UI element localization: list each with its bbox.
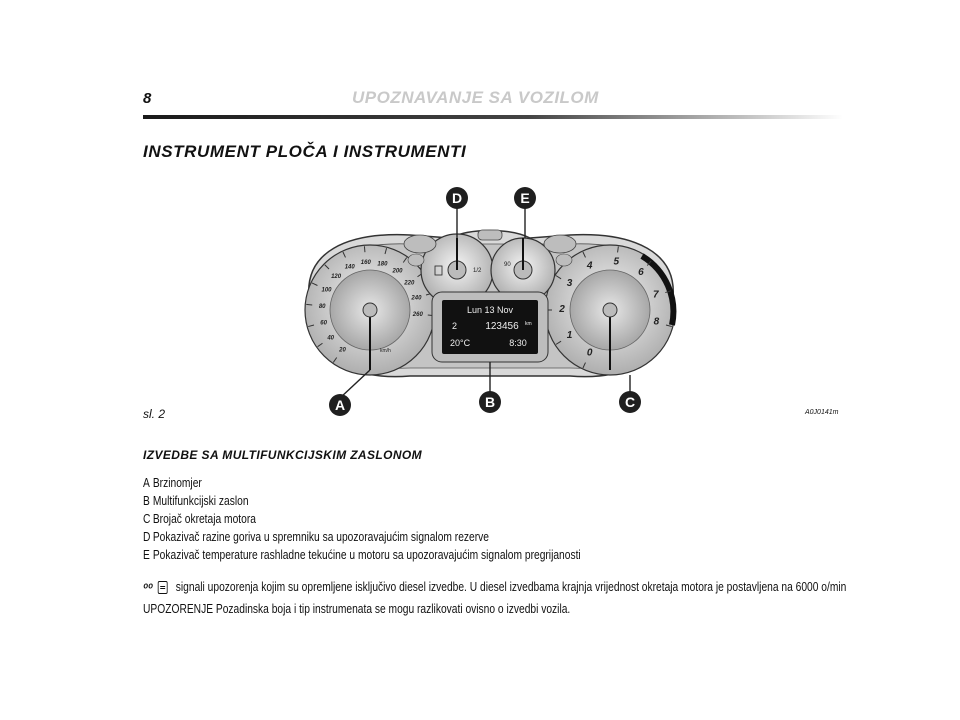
dial-tick-mark: [555, 275, 562, 280]
dial-tick-mark: [363, 246, 366, 253]
dial-tick-mark: [646, 260, 652, 266]
dial-tick-mark: [582, 251, 586, 258]
speed-unit: km/h: [380, 348, 391, 354]
callout-a-circle: [329, 394, 351, 416]
speed-tick: 160: [361, 260, 372, 266]
speed-tick: 200: [391, 269, 403, 275]
dial-tick-mark: [555, 340, 562, 345]
temp-gauge-label: 90: [504, 262, 511, 268]
callout-a: A: [335, 397, 345, 413]
dial-tick-mark: [665, 290, 672, 294]
legend-key: E: [143, 548, 150, 562]
callout-b-circle: [479, 391, 501, 413]
speed-tick: 40: [326, 336, 334, 342]
diesel-note: ᵒᵒ signali upozorenja kojim su opremljen…: [143, 579, 846, 595]
section-title: INSTRUMENT PLOČA I INSTRUMENTI: [143, 142, 467, 161]
dial-tick-mark: [402, 257, 408, 263]
display-temp: 20°C: [450, 338, 471, 348]
callout-c: C: [625, 394, 635, 410]
speed-tick: 60: [320, 320, 327, 326]
rpm-tick: 3: [567, 278, 573, 289]
running-header: UPOZNAVANJE SA VOZILOM: [352, 88, 599, 107]
dial-tick-mark: [324, 264, 330, 270]
callout-d: D: [452, 190, 462, 206]
page-number: 8: [143, 90, 152, 107]
glow-plug-icon: ᵒᵒ: [143, 579, 153, 595]
speed-tick: 120: [331, 274, 342, 280]
warning-note: UPOZORENJE Pozadinska boja i tip instrum…: [143, 602, 571, 616]
callout-e-circle: [514, 187, 536, 209]
speed-tick: 220: [403, 281, 415, 287]
figure-code: A0J0141m: [805, 409, 839, 416]
display-odometer: 123456: [485, 321, 519, 332]
multifunction-display: Lun 13 Nov 2 123456 km 20°C 8:30: [431, 291, 549, 363]
subsection-title: IZVEDBE SA MULTIFUNKCIJSKIM ZASLONOM: [143, 448, 423, 462]
callout-d-circle: [446, 187, 468, 209]
dial-tick-mark: [306, 303, 313, 306]
dial-tick-mark: [332, 357, 338, 363]
dial-tick-mark: [308, 324, 315, 328]
dial-tick-mark: [384, 248, 388, 255]
dial-tick-mark: [582, 362, 586, 369]
speed-tick: 20: [338, 347, 346, 353]
legend-key: D: [143, 530, 151, 544]
speed-tick: 180: [377, 262, 388, 268]
legend-key: C: [143, 512, 151, 526]
tachometer: 0 1 2 3 4 5 6 7 8: [544, 244, 677, 376]
diesel-filter-icon: [157, 580, 168, 594]
dial-tick-mark: [665, 324, 672, 328]
legend-key: B: [143, 494, 150, 508]
speed-tick: 240: [410, 296, 422, 302]
telltale-lights: [403, 229, 577, 267]
dial-tick-mark: [317, 342, 323, 348]
rpm-tick: 5: [614, 256, 620, 267]
rpm-tick: 7: [653, 290, 659, 301]
legend-text: Brzinomjer: [152, 476, 202, 490]
dial-tick-mark: [617, 246, 619, 253]
rpm-tick: 2: [558, 304, 565, 315]
diesel-note-text: signali upozorenja kojim su opremljene i…: [175, 580, 847, 594]
callouts: A B C D E: [329, 187, 641, 416]
header-rule: [143, 115, 843, 119]
legend-text: Pokazivač razine goriva u spremniku sa u…: [152, 530, 489, 544]
dial-tick-mark: [342, 251, 346, 258]
rpm-tick: 1: [567, 330, 573, 341]
display-date: Lun 13 Nov: [467, 305, 514, 315]
legend-key: A: [143, 476, 150, 490]
rpm-tick: 4: [586, 261, 593, 272]
legend-text: Multifunkcijski zaslon: [152, 494, 249, 508]
legend-text: Pokazivač temperature rashladne tekućine…: [152, 548, 581, 562]
display-trip: 2: [452, 321, 457, 331]
figure-caption: sl. 2: [143, 407, 166, 421]
speed-tick: 80: [319, 304, 326, 310]
display-time: 8:30: [509, 338, 527, 348]
speed-tick: 100: [321, 288, 332, 294]
fuel-gauge-label: 1/2: [473, 268, 482, 274]
callout-c-circle: [619, 391, 641, 413]
display-odo-unit: km: [525, 321, 532, 327]
dial-tick-mark: [311, 282, 318, 286]
speed-tick: 260: [412, 312, 424, 318]
callout-e: E: [520, 190, 529, 206]
rpm-tick: 8: [654, 316, 660, 327]
callout-b: B: [485, 394, 495, 410]
speed-tick: 140: [345, 265, 356, 271]
rpm-tick: 0: [587, 348, 593, 359]
legend-text: Brojač okretaja motora: [152, 512, 256, 526]
rpm-tick: 6: [638, 267, 644, 278]
